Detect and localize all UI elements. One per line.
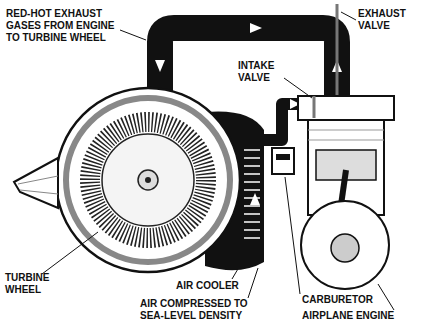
leader-lines: [42, 12, 394, 310]
part-label: CARBURETOR: [302, 294, 412, 306]
flow-arrow: [155, 60, 165, 72]
part-label: TURBINE WHEEL: [5, 272, 65, 296]
part-label: RED-HOT EXHAUST GASES FROM ENGINE TO TUR…: [6, 8, 118, 44]
part-label: INTAKE VALVE: [238, 60, 286, 84]
cylinder-fins: [308, 130, 384, 140]
part-label: AIRPLANE ENGINE: [302, 310, 412, 322]
part-label: AIR COMPRESSED TO SEA-LEVEL DENSITY: [140, 298, 252, 322]
nose-cone: [14, 158, 58, 208]
part-label: EXHAUST VALVE: [358, 8, 420, 32]
cylinder-head: [298, 96, 394, 120]
turbo-housing: [56, 88, 240, 272]
flow-arrow: [250, 193, 260, 205]
hub-center: [145, 177, 151, 183]
nose-line: [20, 190, 58, 194]
part-label: AIR COOLER: [176, 280, 246, 292]
wheel-disc: [102, 134, 194, 226]
carburetor-detail: [276, 154, 290, 160]
turbine-blades: [90, 122, 206, 238]
nose-line: [18, 176, 58, 184]
crankcase: [301, 201, 389, 289]
carburetor: [272, 148, 294, 174]
flow-arrow: [250, 23, 262, 33]
wheel-hub: [138, 170, 158, 190]
cooler-fins: [244, 150, 260, 238]
intake-valve: [313, 96, 316, 118]
crankshaft: [331, 234, 359, 262]
